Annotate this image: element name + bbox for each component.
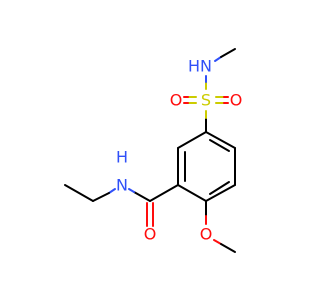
atom-n-sulfonamide: N xyxy=(200,57,212,76)
bonds xyxy=(64,48,236,253)
bond-methoxy-o-c xyxy=(213,239,222,245)
atom-h-amide: H xyxy=(116,148,128,167)
bond-ring-c2-c3 xyxy=(177,184,207,202)
atom-labels: S O O N H N H O O xyxy=(116,57,242,244)
bond-n-ethyl-2 xyxy=(92,192,110,202)
atom-o-sulfonyl-right: O xyxy=(230,91,243,110)
atom-h-sulfonamide: H xyxy=(188,57,200,76)
atom-n-amide: N xyxy=(116,176,128,195)
molecule-structure: S O O N H N H O O xyxy=(64,48,242,253)
atom-o-amide: O xyxy=(144,225,157,244)
bond-amide-c-n-2 xyxy=(128,188,135,193)
bond-amide-c-n xyxy=(133,191,151,202)
bond-ring-c6-c1 xyxy=(177,131,207,149)
atom-o-sulfonyl-left: O xyxy=(170,91,183,110)
bond-n-ethyl xyxy=(108,188,116,194)
bond-ring-c3-c4 xyxy=(205,184,236,202)
bond-n-methyl xyxy=(214,56,222,62)
bond-ring-amide-c xyxy=(149,184,179,202)
bond-ring-inner-3 xyxy=(209,139,230,152)
bond-ring-c5-c6 xyxy=(205,131,236,149)
bond-methoxy-o-c-2 xyxy=(220,243,236,253)
atom-o-methoxy: O xyxy=(200,225,213,244)
bond-n-methyl-2 xyxy=(220,48,236,58)
atom-s: S xyxy=(201,91,211,110)
bond-ethyl-cc xyxy=(64,184,94,202)
bond-ring-inner-2 xyxy=(209,181,230,195)
